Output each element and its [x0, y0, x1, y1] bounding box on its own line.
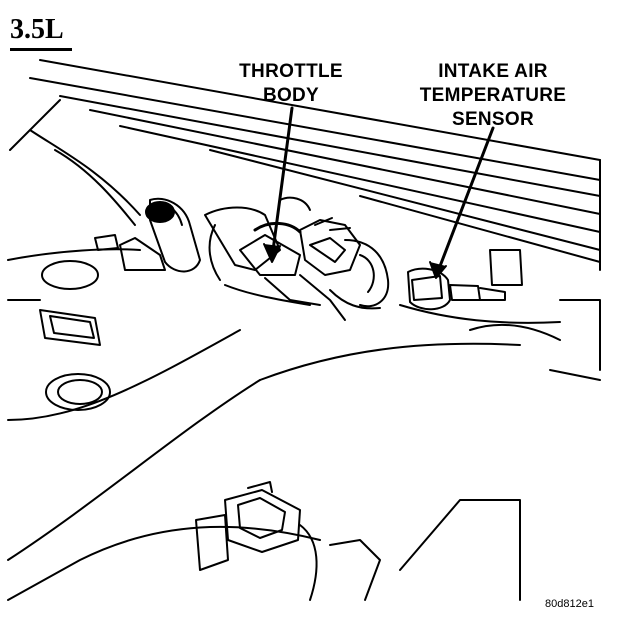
engine-label-underline	[10, 48, 72, 51]
throttle-body-label-line1: THROTTLE	[239, 61, 343, 82]
iat-sensor-label-line3: SENSOR	[451, 109, 535, 130]
iat-sensor-body	[399, 249, 601, 381]
iat-sensor-callout: INTAKE AIR TEMPERATURE SENSOR	[408, 60, 578, 132]
callout-arrows	[263, 106, 495, 279]
cowl-panel	[29, 59, 601, 271]
iat-sensor-arrowhead	[429, 261, 447, 279]
sensor-cluster	[264, 217, 390, 321]
throttle-body-callout: THROTTLE BODY	[226, 60, 356, 108]
iat-sensor-leader	[435, 126, 495, 276]
throttle-body-arrowhead	[263, 243, 281, 263]
figure-id: 80d812e1	[545, 598, 594, 610]
engine-label: 3.5L	[10, 14, 64, 45]
iat-sensor-label-line2: TEMPERATURE	[419, 85, 567, 106]
intake-plenum	[7, 99, 521, 601]
throttle-body-housing	[204, 196, 311, 306]
throttle-body-leader	[270, 106, 294, 260]
throttle-body-label-line2: BODY	[262, 85, 320, 106]
air-inlet-hose	[94, 197, 201, 273]
iat-sensor-label-line1: INTAKE AIR	[438, 61, 548, 82]
lower-connector	[195, 481, 521, 601]
